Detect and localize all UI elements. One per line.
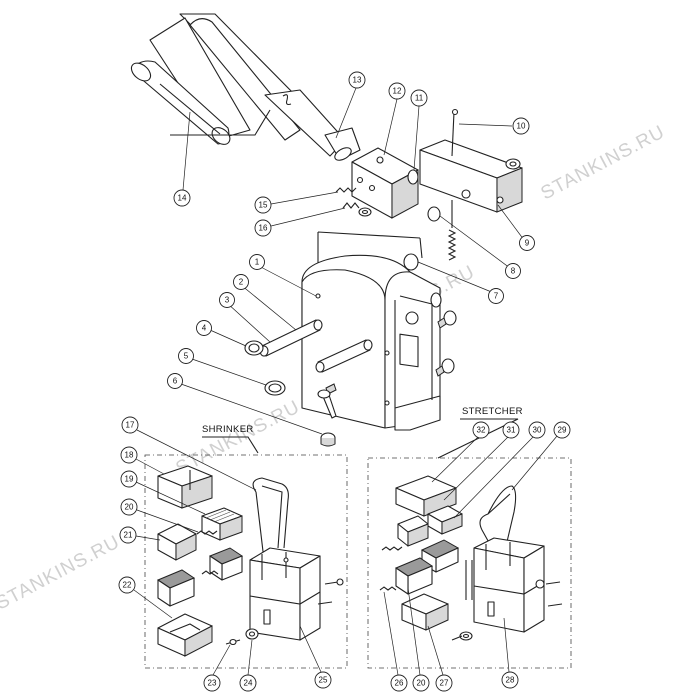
shrinker-assembly: SHRINKER	[144, 424, 348, 669]
callout-label: 9	[525, 239, 530, 248]
callout-label: 31	[507, 426, 516, 435]
callout-label: 23	[208, 679, 217, 688]
callout-8	[505, 263, 521, 279]
callout-label: 27	[440, 679, 449, 688]
callout-label: 1	[255, 258, 260, 267]
callout-20	[120, 498, 138, 516]
stretcher-assembly: STRETCHER	[367, 406, 572, 669]
callout-label: 18	[125, 451, 134, 460]
callout-label: 24	[244, 679, 253, 688]
callout-11	[410, 89, 428, 107]
callout-label: 22	[123, 581, 132, 590]
ring	[407, 169, 419, 185]
callout-29	[553, 421, 571, 439]
callout-label: 20	[417, 679, 426, 688]
callout-label: 30	[533, 426, 542, 435]
callout-17	[121, 416, 139, 434]
top-bracket	[419, 108, 523, 261]
callout-label: 8	[511, 267, 516, 276]
callout-label: 7	[494, 292, 499, 301]
callout-label: 29	[558, 426, 567, 435]
callout-label: 3	[225, 296, 230, 305]
watermark: STANKINS.RU	[537, 121, 668, 204]
callout-31	[502, 421, 520, 439]
callout-label: 12	[393, 87, 402, 96]
callout-9	[519, 235, 535, 251]
callout-label: 26	[395, 679, 404, 688]
shrinker-frame	[144, 454, 348, 669]
callout-6	[167, 373, 183, 389]
callout-23	[203, 674, 221, 692]
callout-15	[254, 196, 272, 214]
callout-26	[390, 674, 408, 692]
callout-32	[472, 421, 490, 439]
callout-1	[249, 254, 265, 270]
stretcher-frame	[367, 457, 572, 669]
callout-5	[178, 348, 194, 364]
callout-7	[488, 288, 504, 304]
shafts	[244, 319, 373, 447]
callout-label: 16	[259, 224, 268, 233]
callout-12	[388, 82, 406, 100]
callout-22	[118, 576, 136, 594]
callout-16	[254, 219, 272, 237]
callout-13	[348, 71, 366, 89]
watermark: STANKINS.RU	[172, 396, 303, 479]
lever-handle	[130, 13, 361, 161]
callout-24	[239, 674, 257, 692]
callout-2	[233, 274, 249, 290]
callout-label: 13	[353, 76, 362, 85]
main-housing	[301, 231, 457, 431]
callout-label: 25	[319, 676, 328, 685]
callout-28	[501, 671, 519, 689]
watermark: STANKINS.RU	[0, 531, 124, 614]
callout-label: 5	[184, 352, 189, 361]
callouts: 1 2 3 4 5 6 7 8 9 10	[118, 71, 571, 692]
callout-label: 21	[124, 531, 133, 540]
callout-label: 32	[477, 426, 486, 435]
callout-14	[173, 189, 191, 207]
callout-label: 20	[125, 503, 134, 512]
callout-27	[435, 674, 453, 692]
callout-label: 6	[173, 377, 178, 386]
shrinker-label: SHRINKER	[202, 424, 254, 435]
stretcher-label: STRETCHER	[462, 406, 523, 417]
callout-label: 2	[239, 278, 244, 287]
callout-10	[512, 117, 530, 135]
callout-18	[120, 446, 138, 464]
pivot-block	[335, 147, 419, 219]
callout-label: 11	[415, 94, 424, 103]
callout-19	[120, 470, 138, 488]
callout-label: 17	[126, 421, 135, 430]
callout-4	[196, 320, 212, 336]
callout-label: 28	[506, 676, 515, 685]
callout-20	[412, 674, 430, 692]
callout-label: 19	[125, 475, 134, 484]
callout-25	[314, 671, 332, 689]
callout-21	[119, 526, 137, 544]
callout-30	[528, 421, 546, 439]
callout-label: 4	[202, 324, 207, 333]
callout-3	[219, 292, 235, 308]
callout-label: 14	[178, 194, 187, 203]
callout-label: 15	[259, 201, 268, 210]
callout-label: 10	[517, 122, 526, 131]
